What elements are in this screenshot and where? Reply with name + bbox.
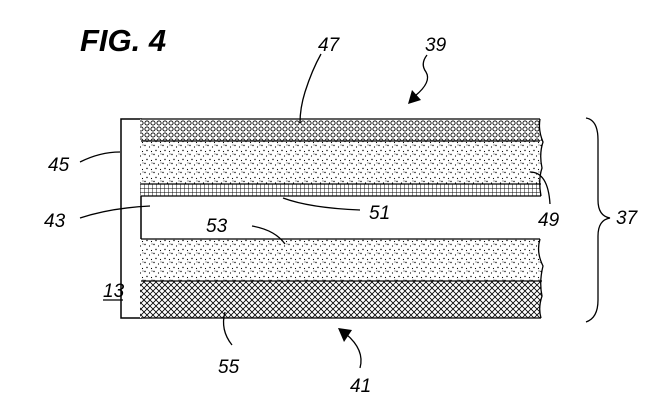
leader-45 <box>79 151 121 163</box>
label-53: 53 <box>206 216 228 237</box>
end-wall-45 <box>120 118 142 319</box>
top-layer-stack-39 <box>140 119 543 196</box>
bottom-layer-stack-41 <box>140 239 543 318</box>
brace-37 <box>585 117 611 323</box>
label-37: 37 <box>616 208 639 229</box>
layer-55-crosshatch <box>140 281 543 318</box>
layer-49-stipple <box>140 141 543 184</box>
leader-39 <box>414 54 429 97</box>
label-49: 49 <box>538 210 560 231</box>
leader-47 <box>299 53 322 124</box>
label-41: 41 <box>350 376 371 397</box>
label-51: 51 <box>369 203 390 224</box>
bottom-stack-break-line <box>537 238 544 319</box>
arrowhead-41 <box>338 328 352 342</box>
layer-51-grid <box>140 184 543 196</box>
label-13: 13 <box>103 281 125 302</box>
figure-title: FIG. 4 <box>80 23 166 58</box>
label-45: 45 <box>48 155 70 176</box>
leader-43 <box>79 205 151 219</box>
leader-41 <box>345 333 362 369</box>
arrowhead-39 <box>408 90 421 104</box>
label-55: 55 <box>218 357 240 378</box>
label-39: 39 <box>425 35 447 56</box>
top-stack-break-line <box>538 118 544 197</box>
leader-49 <box>529 171 551 205</box>
leader-53 <box>251 225 286 245</box>
label-47: 47 <box>318 35 341 56</box>
layer-47-hex <box>140 119 543 141</box>
label-43: 43 <box>44 211 66 232</box>
leader-51 <box>282 197 361 211</box>
layer-53-stipple <box>140 239 543 281</box>
leader-55 <box>222 311 233 346</box>
